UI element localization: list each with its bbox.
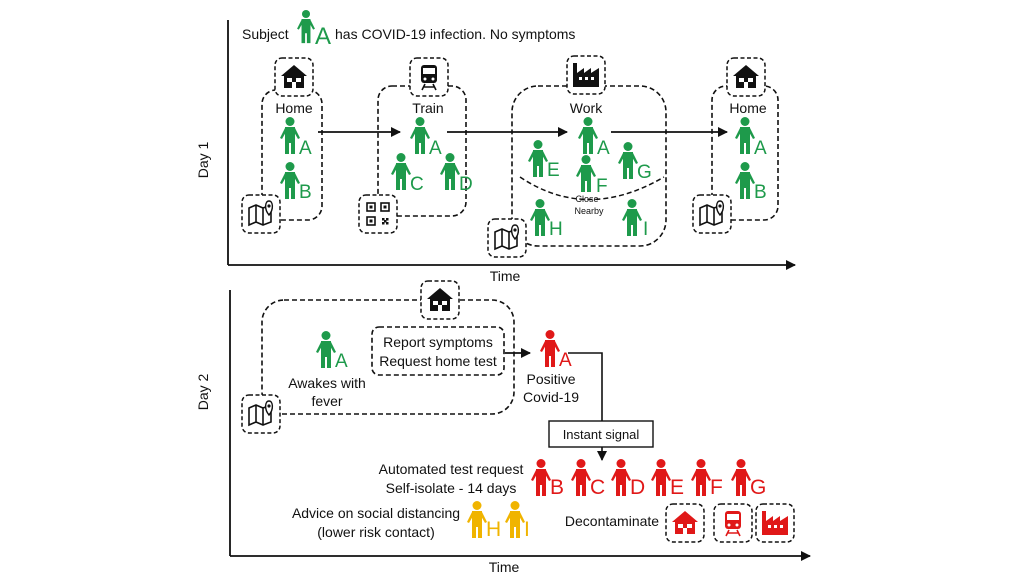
positive-person-a-letter: A <box>559 350 572 371</box>
yellow-contact-person-h-letter: H <box>486 518 501 541</box>
automated-line2: Self-isolate - 14 days <box>386 480 517 496</box>
work-person-a-letter: A <box>597 138 610 159</box>
day1-panel: Day 1 Time Home Train Work Home Close Ne… <box>195 20 796 284</box>
decontaminate-factory-icon <box>755 503 795 543</box>
decontaminate-train-icon <box>713 503 753 543</box>
red-contact-person-d-letter: D <box>630 476 645 499</box>
home-end-icon <box>726 57 766 97</box>
day1-axis-label: Day 1 <box>195 142 211 179</box>
red-contact-person-g-icon <box>731 459 751 496</box>
red-contact-person-c-letter: C <box>590 476 605 499</box>
red-contact-person-e-icon <box>651 459 671 496</box>
yellow-contact-person-i-letter: I <box>524 518 530 541</box>
home-end-person-b-icon <box>735 162 755 199</box>
day2-panel: Day 2 Time A Awakes with fever Report sy… <box>195 280 811 575</box>
red-contact-person-d-icon <box>611 459 631 496</box>
red-contact-person-b-icon <box>531 459 551 496</box>
work-person-g-icon <box>618 142 638 179</box>
close-label: Close <box>575 194 598 204</box>
positive-person-a-icon <box>540 330 560 367</box>
header-subject-prefix: Subject <box>242 26 289 42</box>
home-end-person-a-letter: A <box>754 138 767 159</box>
report-line2: Request home test <box>379 353 497 369</box>
train-person-a-letter: A <box>429 138 442 159</box>
positive-line2: Covid-19 <box>523 389 579 405</box>
day2-home-icon <box>420 280 460 320</box>
home-label: Home <box>275 100 313 116</box>
train-person-c-letter: C <box>410 174 424 195</box>
train-label: Train <box>412 100 443 116</box>
close-nearby-boundary <box>519 176 665 201</box>
work-person-e-letter: E <box>547 160 560 181</box>
day2-time-label: Time <box>489 559 520 575</box>
train-person-a-icon <box>410 117 430 154</box>
work-person-i-letter: I <box>643 219 648 240</box>
factory-icon <box>566 55 606 95</box>
awakes-line2: fever <box>311 393 342 409</box>
work-map-pin-icon <box>487 218 527 258</box>
home-end-label: Home <box>729 100 767 116</box>
home-end-map-pin-icon <box>692 194 732 234</box>
work-person-h-letter: H <box>549 219 563 240</box>
red-contact-person-c-icon <box>571 459 591 496</box>
day2-map-pin-icon <box>241 394 281 434</box>
nearby-label: Nearby <box>574 206 604 216</box>
advice-line1: Advice on social distancing <box>292 505 460 521</box>
home-person-b-letter: B <box>299 182 312 203</box>
home-end-person-a-icon <box>735 117 755 154</box>
red-contacts-row: B C D E F G <box>531 459 766 499</box>
day2-person-a-letter: A <box>335 351 348 372</box>
train-person-d-letter: D <box>459 174 473 195</box>
instant-signal-label: Instant signal <box>563 427 640 442</box>
positive-line1: Positive <box>526 371 575 387</box>
day2-home-box <box>261 299 515 415</box>
train-icon <box>409 57 449 97</box>
awakes-line1: Awakes with <box>288 375 366 391</box>
automated-line1: Automated test request <box>379 461 524 477</box>
work-person-f-letter: F <box>596 176 608 197</box>
red-contact-person-e-letter: E <box>670 476 684 499</box>
red-contact-person-g-letter: G <box>750 476 766 499</box>
red-contact-person-b-letter: B <box>550 476 564 499</box>
day1-time-label: Time <box>490 268 521 284</box>
home-person-b-icon <box>280 162 300 199</box>
train-person-d-icon <box>440 153 460 190</box>
work-person-e-icon <box>528 140 548 177</box>
day2-axis-label: Day 2 <box>195 374 211 411</box>
red-contact-person-f-letter: F <box>710 476 723 499</box>
train-person-c-icon <box>391 153 411 190</box>
yellow-contact-person-h-icon <box>467 501 487 538</box>
home-end-person-b-letter: B <box>754 182 767 203</box>
train-qr-code-icon <box>358 194 398 234</box>
advice-line2: (lower risk contact) <box>317 524 434 540</box>
header-subject-suffix: has COVID-19 infection. No symptoms <box>335 26 575 42</box>
work-person-a-icon <box>578 117 598 154</box>
day2-person-a-icon <box>316 331 336 368</box>
work-person-g-letter: G <box>637 162 652 183</box>
home-icon <box>274 57 314 97</box>
decontaminate-label: Decontaminate <box>565 513 659 529</box>
red-contact-person-f-icon <box>691 459 711 496</box>
home-map-pin-icon <box>241 194 281 234</box>
home-person-a-icon <box>280 117 300 154</box>
decontaminate-home-icon <box>665 503 705 543</box>
work-person-f-icon <box>576 155 596 192</box>
work-person-h-icon <box>530 199 550 236</box>
instant-signal-box <box>548 420 654 448</box>
train-location-box <box>377 85 467 217</box>
yellow-contact-person-i-icon <box>505 501 525 538</box>
work-label: Work <box>570 100 603 116</box>
report-symptoms-box <box>371 326 505 376</box>
header: Subject A has COVID-19 infection. No sym… <box>242 10 575 50</box>
home-person-a-letter: A <box>299 138 312 159</box>
header-subject-person-icon <box>297 10 315 44</box>
report-line1: Report symptoms <box>383 334 493 350</box>
work-person-i-icon <box>622 199 642 236</box>
header-subject-letter: A <box>315 23 331 50</box>
